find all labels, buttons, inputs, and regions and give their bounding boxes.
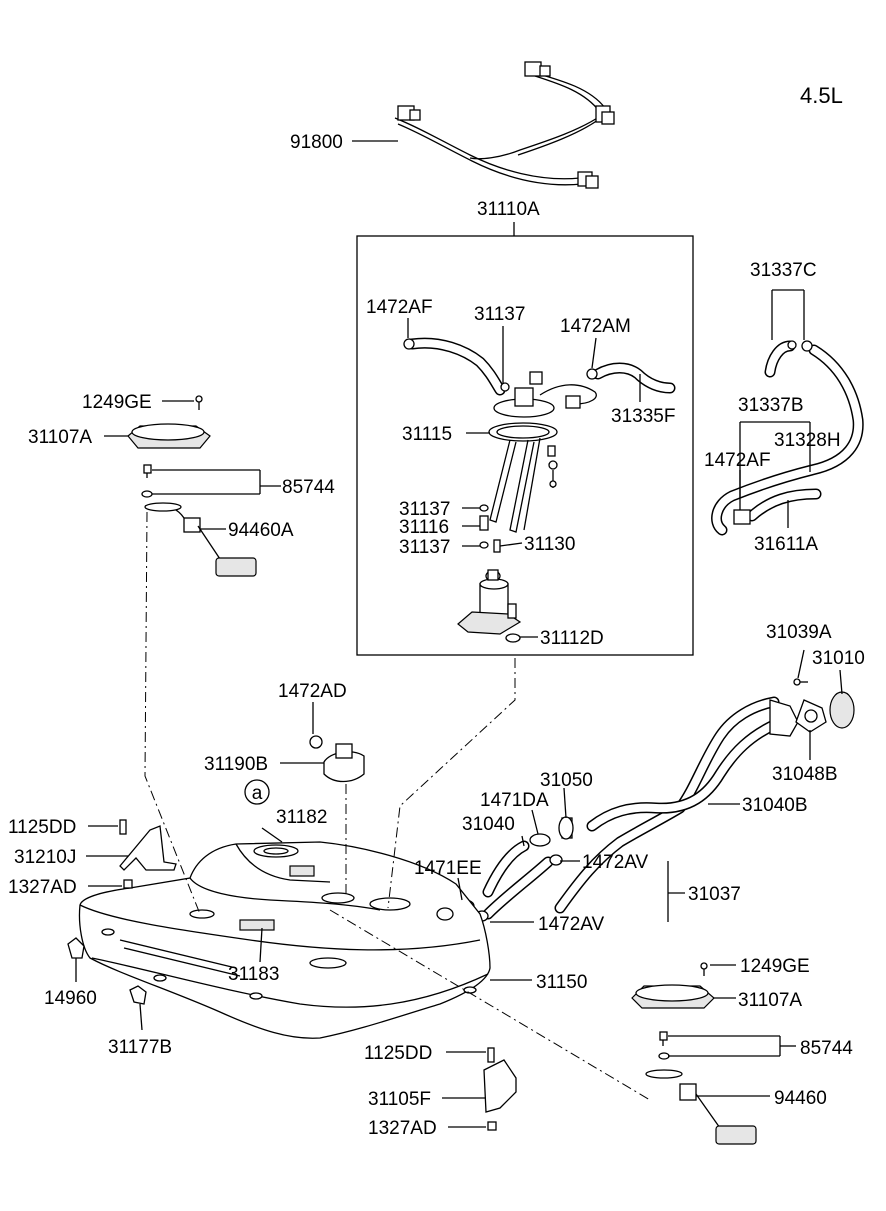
callout-94460: 94460 — [774, 1088, 827, 1109]
callout-1327ad-left: 1327AD — [8, 877, 77, 898]
assembly-lines — [144, 511, 651, 1101]
callout-1125dd-bottom: 1125DD — [364, 1043, 432, 1064]
callout-1249ge-right: 1249GE — [740, 956, 810, 977]
callout-31210j: 31210J — [14, 847, 76, 868]
callout-1327ad-bottom: 1327AD — [368, 1118, 437, 1139]
callout-1249ge-left: 1249GE — [82, 392, 152, 413]
callout-91800: 91800 — [290, 132, 343, 153]
engine-variant-label: 4.5L — [800, 83, 843, 108]
callout-31050: 31050 — [540, 770, 593, 791]
callout-31335f: 31335F — [611, 406, 675, 427]
callout-31183: 31183 — [228, 964, 279, 985]
callout-31116: 31116 — [399, 517, 449, 538]
callout-31328h: 31328H — [774, 430, 841, 451]
callout-31182: 31182 — [276, 807, 327, 828]
callout-31137-top: 31137 — [474, 304, 525, 325]
callout-31611a: 31611A — [754, 534, 818, 555]
callout-31177b: 31177B — [108, 1037, 172, 1058]
vapor-hoses — [711, 340, 864, 536]
callout-31107a-right: 31107A — [738, 990, 802, 1011]
callout-1472ad: 1472AD — [278, 681, 347, 702]
callout-1125dd-left: 1125DD — [8, 817, 76, 838]
wiring-harness — [394, 61, 615, 189]
left-sender-unit — [127, 395, 257, 577]
callout-31150: 31150 — [536, 972, 587, 993]
callout-85744-right: 85744 — [800, 1038, 853, 1059]
callout-1472av-upper: 1472AV — [582, 852, 649, 873]
callout-1471da: 1471DA — [480, 790, 549, 811]
callout-94460a: 94460A — [228, 520, 294, 541]
detail-marker-letter: a — [252, 783, 263, 804]
fuel-tank — [78, 841, 491, 1039]
callout-31337b: 31337B — [738, 395, 804, 416]
fuel-pump-assembly — [403, 337, 676, 643]
leader-lines — [75, 140, 843, 1128]
callout-31137-mid: 31137 — [399, 499, 450, 520]
fuel-pump-module-frame — [356, 235, 694, 656]
callout-1472af-top: 1472AF — [366, 297, 433, 318]
subassembly-label: 31110A — [477, 199, 540, 220]
callout-14960: 14960 — [44, 988, 97, 1009]
callout-31105f: 31105F — [368, 1089, 431, 1110]
callout-labels: 4.5L 31110A 91800 1472AF 31137 1472AM 31… — [8, 83, 865, 1139]
callout-1472am: 1472AM — [560, 316, 631, 337]
callout-31010: 31010 — [812, 648, 865, 669]
callout-1472av-lower: 1472AV — [538, 914, 605, 935]
detail-marker-circle — [244, 779, 270, 805]
callout-31112d: 31112D — [540, 628, 604, 649]
callout-1471ee: 1471EE — [414, 858, 482, 879]
callout-31337c: 31337C — [750, 260, 817, 281]
tank-accessories — [67, 735, 517, 1131]
callout-31130: 31130 — [524, 534, 575, 555]
callout-31040: 31040 — [462, 814, 515, 835]
callout-31040b: 31040B — [742, 795, 808, 816]
callout-31037: 31037 — [688, 884, 741, 905]
callout-31048b: 31048B — [772, 764, 838, 785]
callout-31107a-left: 31107A — [28, 427, 92, 448]
callout-1472af-right: 1472AF — [704, 450, 771, 471]
callout-31115: 31115 — [402, 424, 452, 445]
callout-31190b: 31190B — [204, 754, 268, 775]
callout-85744-left: 85744 — [282, 477, 335, 498]
callout-31137-low: 31137 — [399, 537, 450, 558]
callout-31039a: 31039A — [766, 622, 832, 643]
